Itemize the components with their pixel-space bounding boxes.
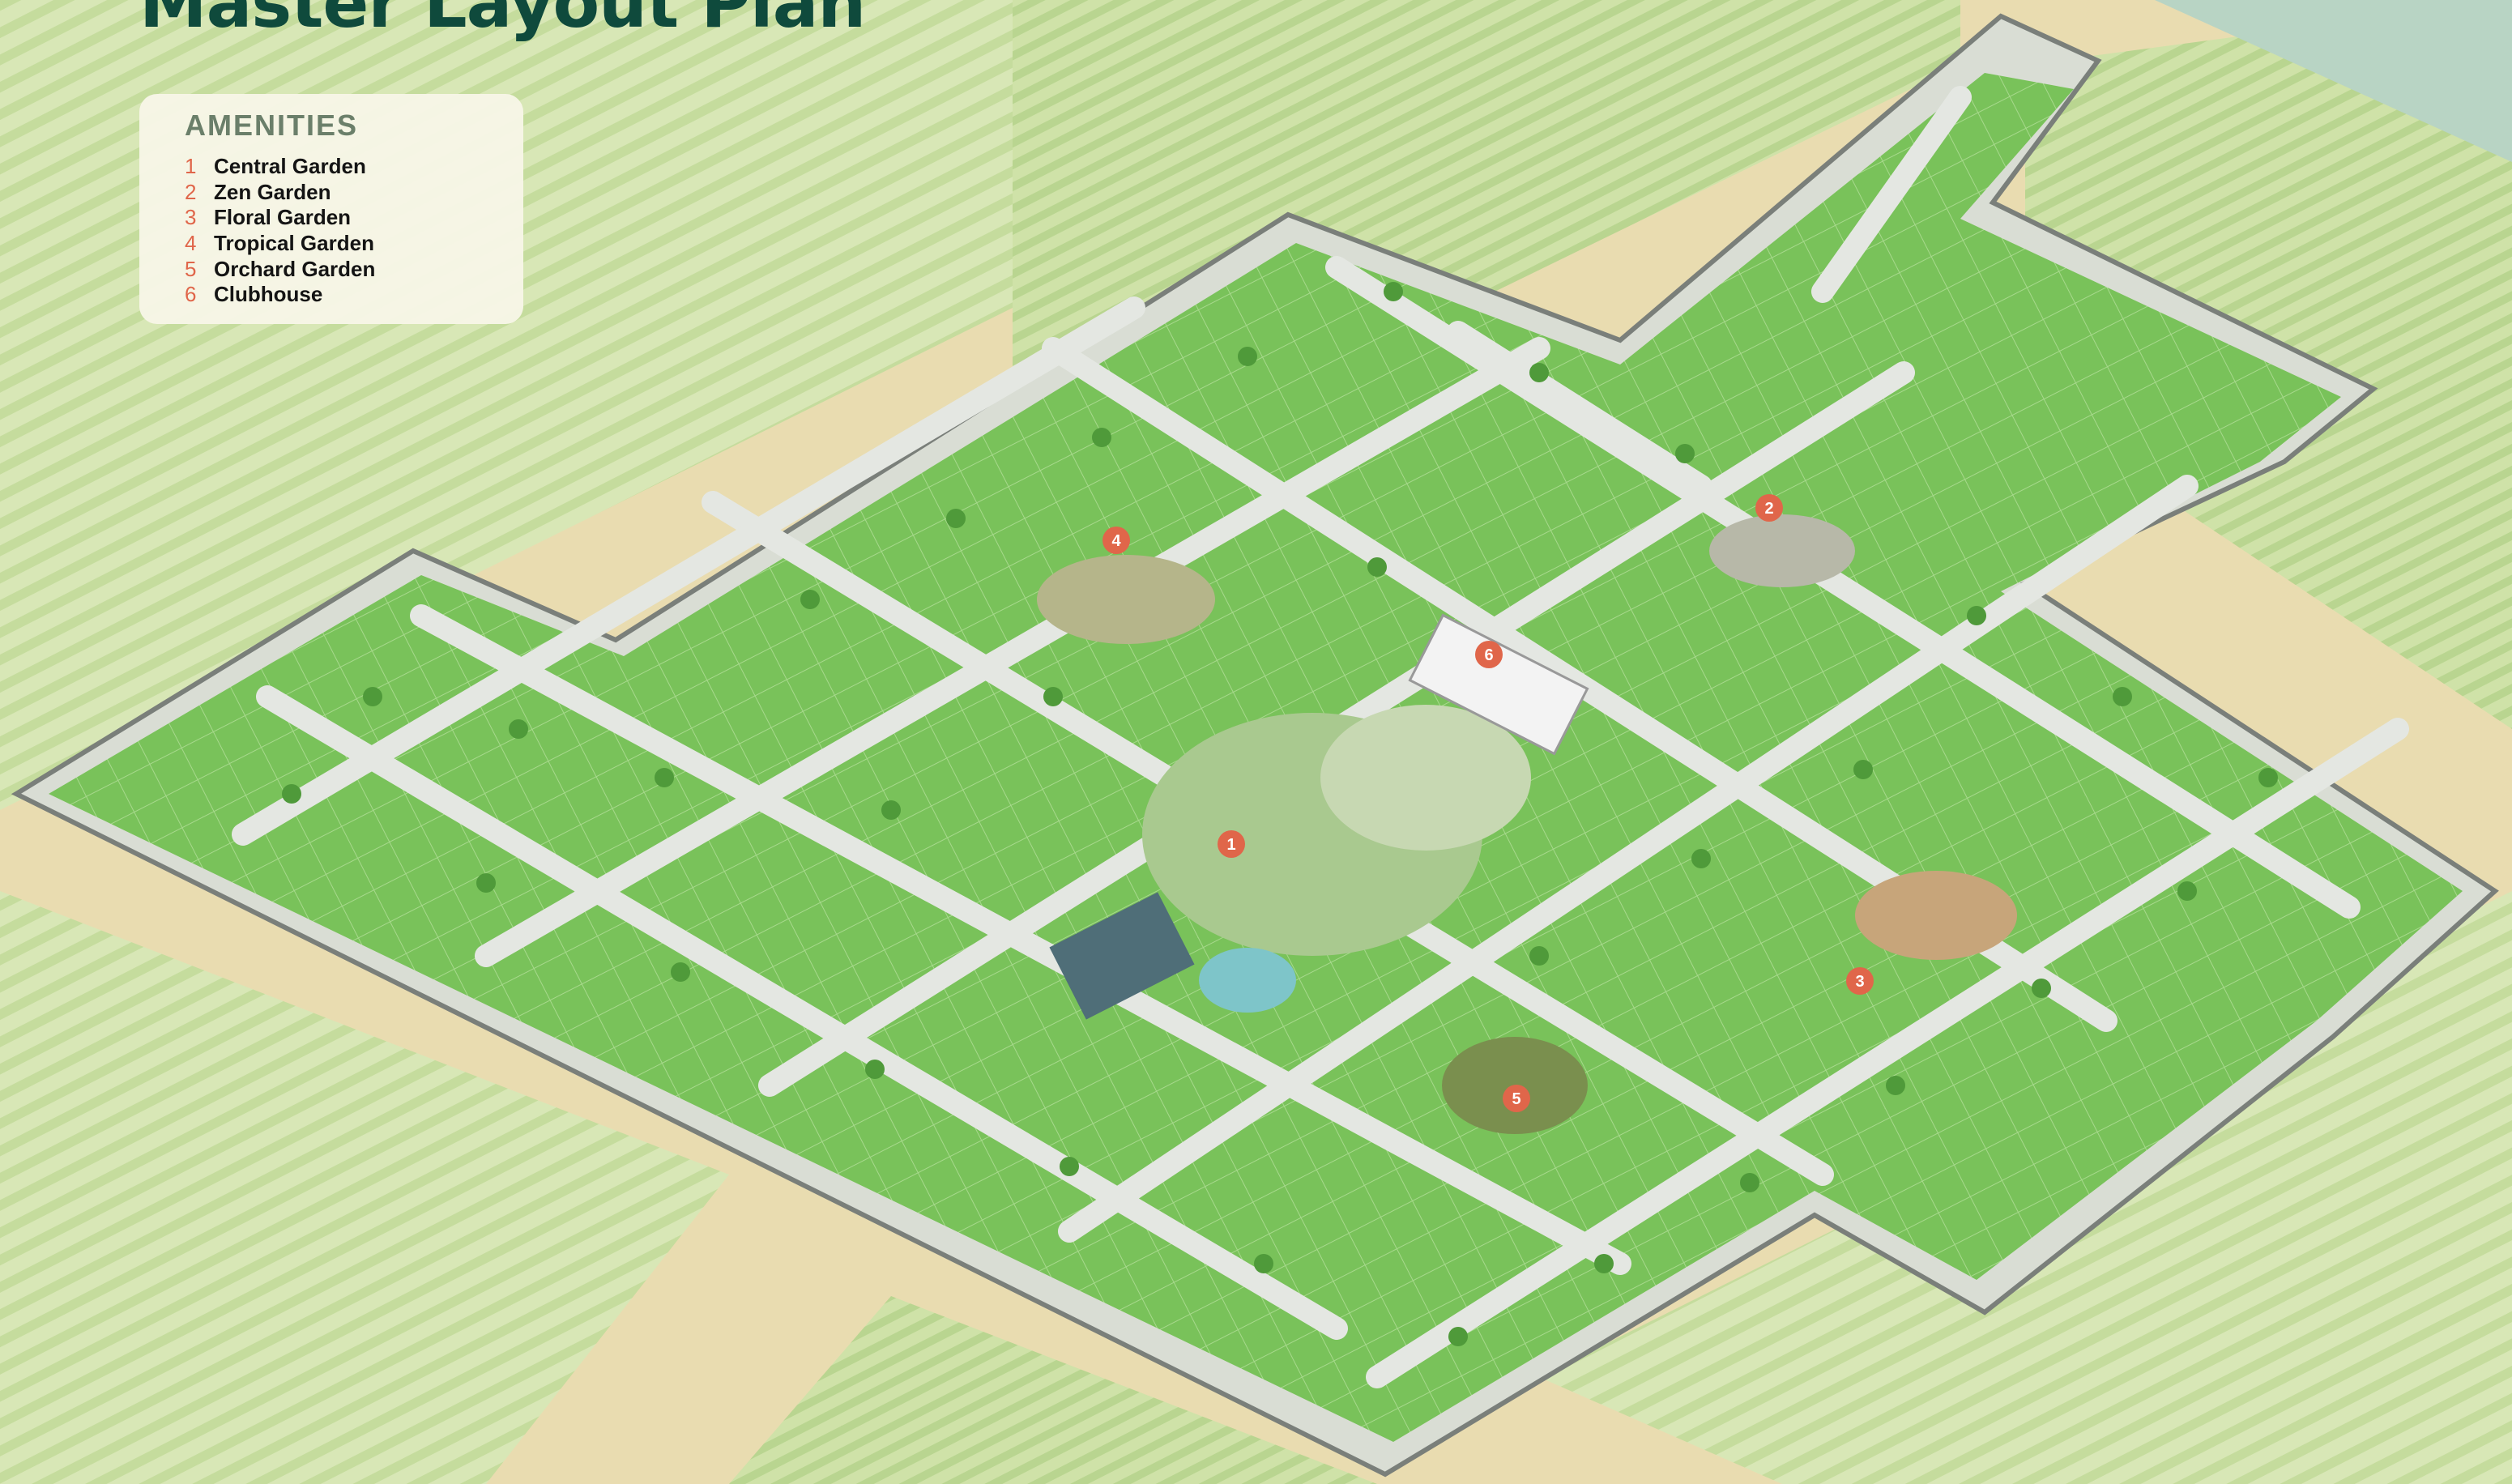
legend-number: 3 <box>185 205 197 230</box>
legend-item: 1 Central Garden <box>185 154 478 180</box>
legend-label: Tropical Garden <box>214 231 374 256</box>
legend-number: 2 <box>185 179 197 204</box>
legend-heading: AMENITIES <box>185 109 359 142</box>
legend-label: Zen Garden <box>214 179 331 204</box>
amenities-legend: AMENITIES 1 Central Garden 2 Zen Garden … <box>139 94 523 324</box>
legend-item: 6 Clubhouse <box>185 282 478 308</box>
svg-text:3: 3 <box>1855 973 1864 991</box>
central-garden <box>1049 705 1531 1020</box>
page-title: Master Layout Plan <box>139 0 866 43</box>
svg-text:4: 4 <box>1111 532 1121 550</box>
legend-label: Central Garden <box>214 154 366 179</box>
water-body <box>1977 0 2512 162</box>
amenity-markers: 1 2 3 4 5 6 <box>1102 494 1874 1112</box>
legend-number: 4 <box>185 231 197 256</box>
svg-text:6: 6 <box>1484 646 1493 664</box>
sports-court <box>1049 892 1195 1020</box>
legend-item: 2 Zen Garden <box>185 180 478 206</box>
legend-label: Floral Garden <box>214 205 352 230</box>
amenity-marker[interactable]: 3 <box>1846 967 1874 995</box>
tropical-garden <box>1037 555 1215 644</box>
svg-text:5: 5 <box>1512 1090 1520 1108</box>
legend-list: 1 Central Garden 2 Zen Garden 3 Floral G… <box>185 154 478 308</box>
pool <box>1199 948 1296 1013</box>
tree-clusters <box>282 282 2278 1346</box>
amenity-marker[interactable]: 5 <box>1503 1085 1530 1112</box>
zen-garden <box>1709 514 1855 587</box>
legend-number: 6 <box>185 282 197 307</box>
legend-label: Orchard Garden <box>214 256 376 281</box>
legend-item: 3 Floral Garden <box>185 205 478 231</box>
amenity-marker[interactable]: 6 <box>1475 641 1503 668</box>
legend-item: 4 Tropical Garden <box>185 231 478 257</box>
legend-number: 1 <box>185 154 197 179</box>
svg-text:2: 2 <box>1764 500 1773 518</box>
svg-text:1: 1 <box>1226 836 1235 854</box>
floral-garden <box>1855 871 2017 960</box>
amenity-marker[interactable]: 1 <box>1218 830 1245 858</box>
legend-item: 5 Orchard Garden <box>185 256 478 282</box>
legend-label: Clubhouse <box>214 282 323 307</box>
clubhouse-building <box>1408 613 1589 756</box>
amenity-marker[interactable]: 4 <box>1102 527 1130 554</box>
amenity-marker[interactable]: 2 <box>1755 494 1783 522</box>
legend-number: 5 <box>185 256 197 281</box>
